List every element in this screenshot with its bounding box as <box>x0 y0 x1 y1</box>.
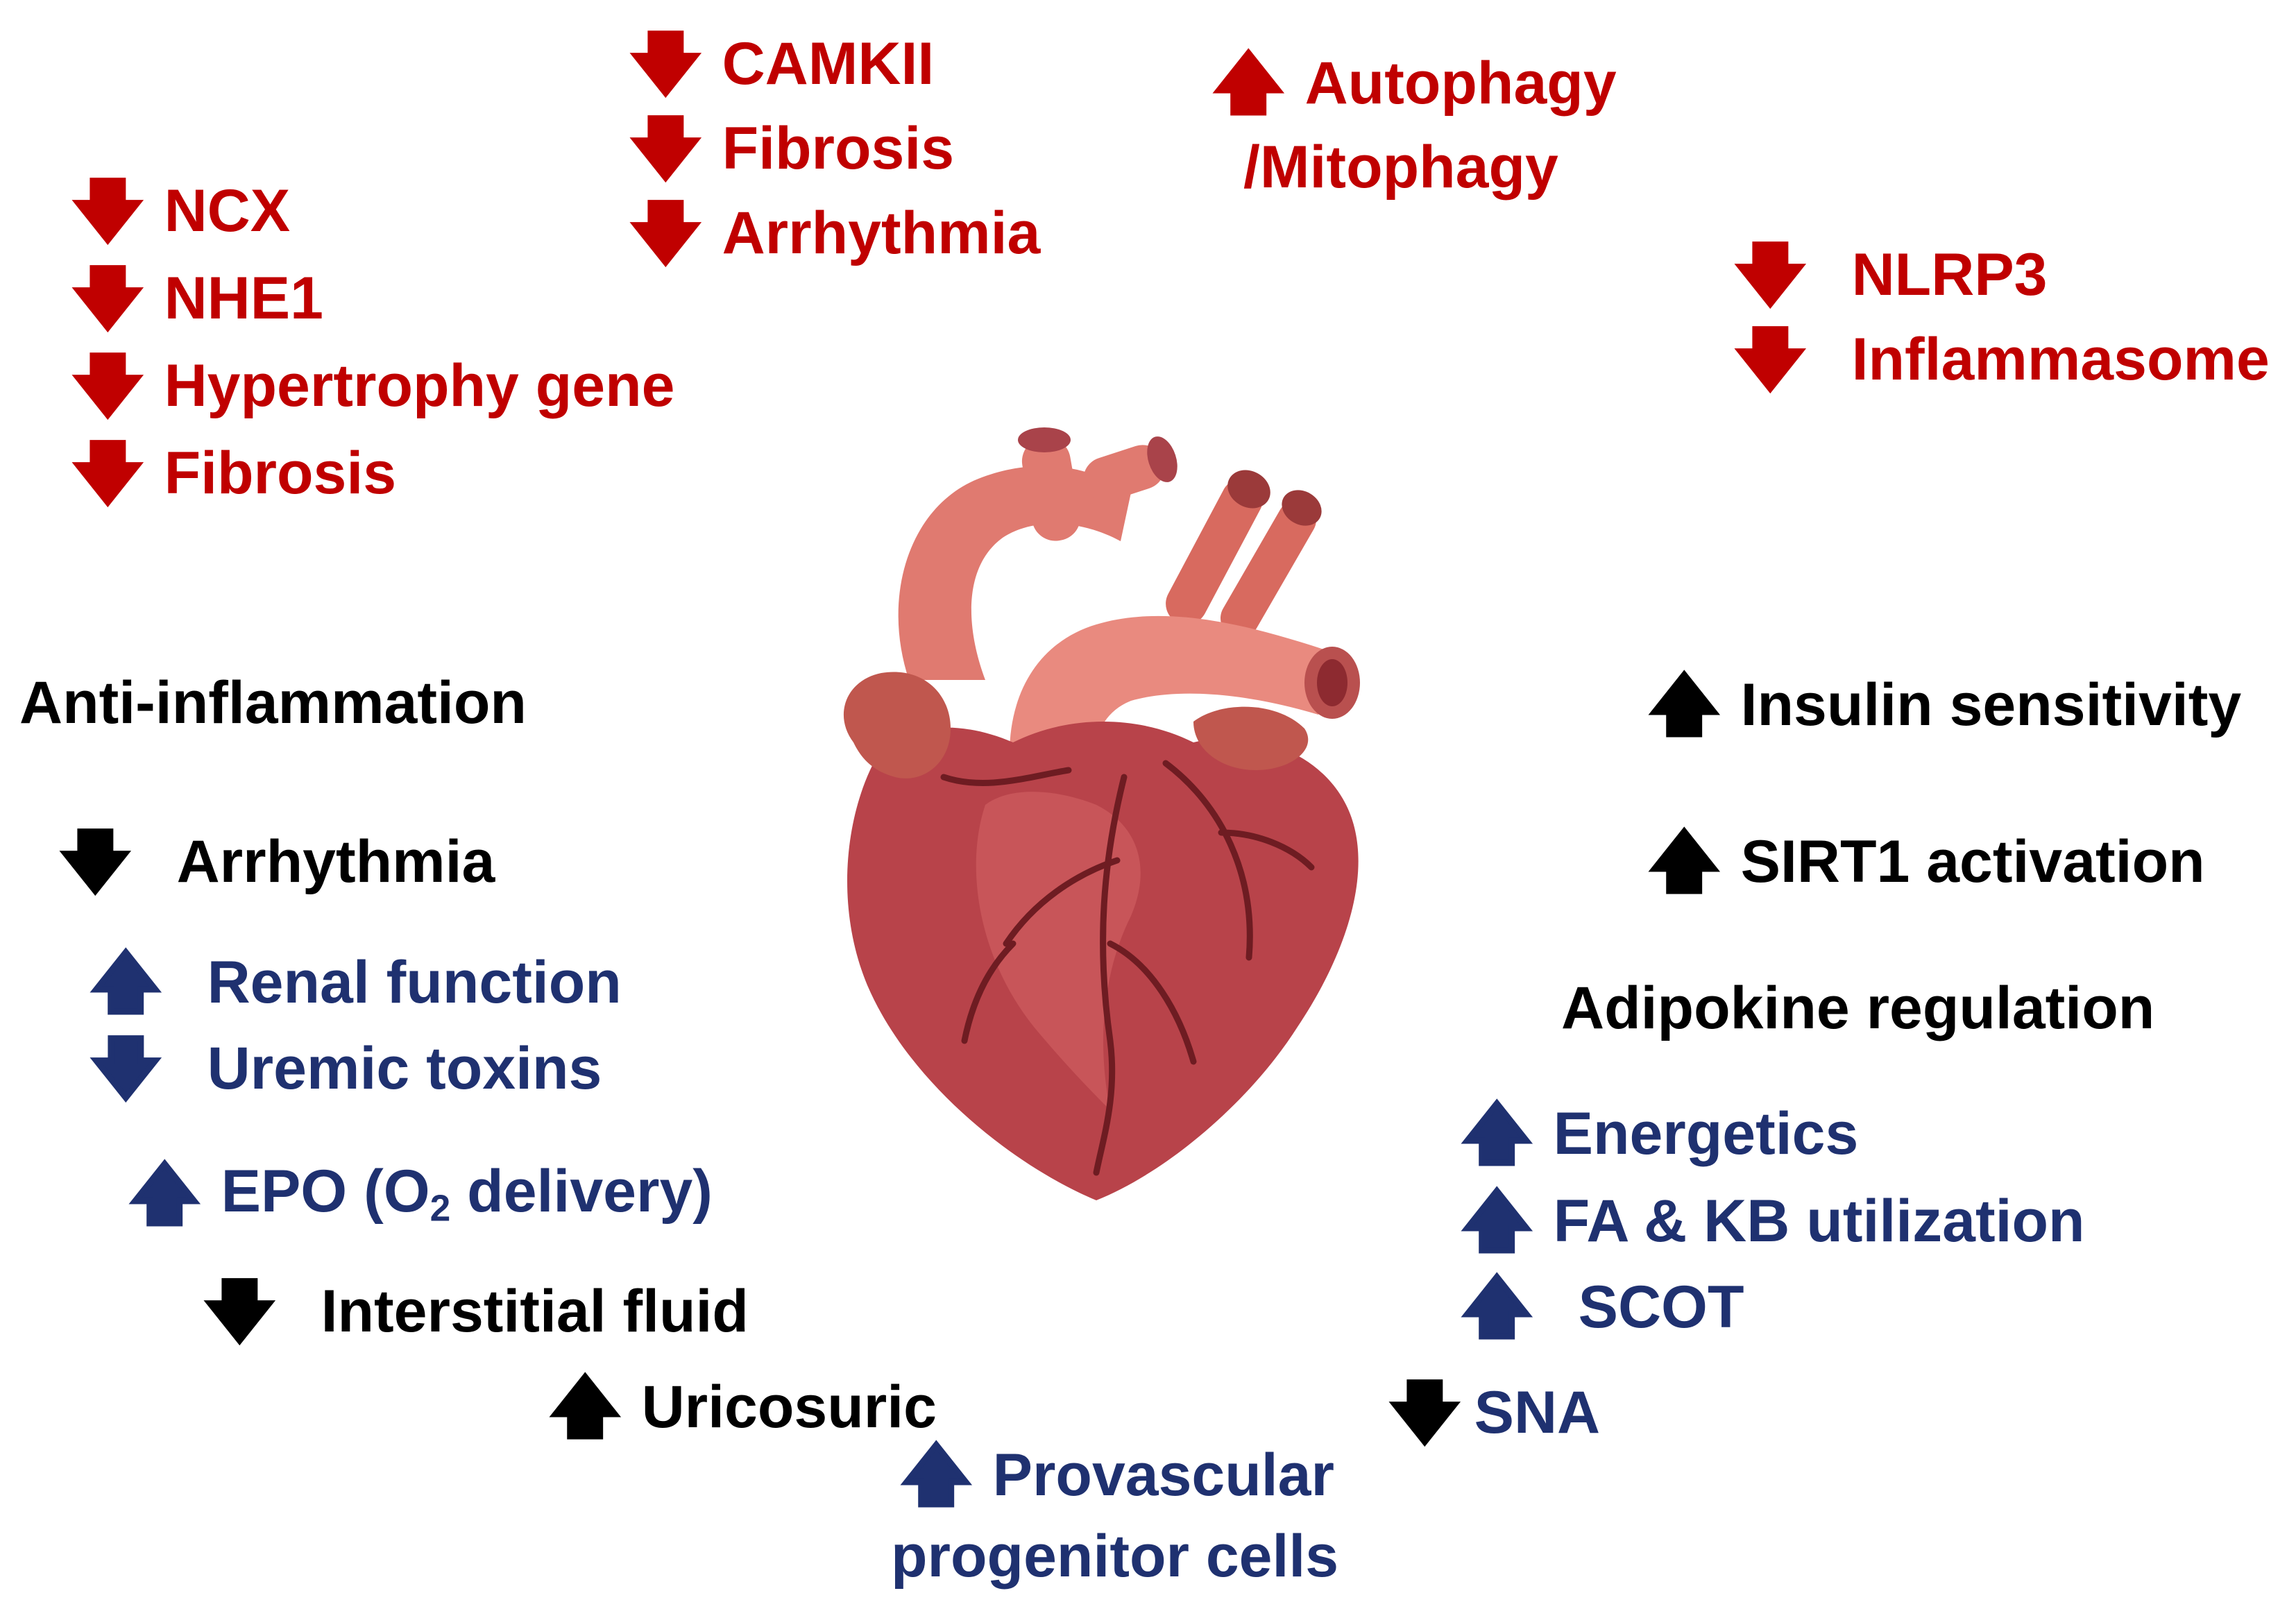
effect-hypertrophy-gene: 🡇 Hypertrophy gene <box>73 350 675 421</box>
heart-illustration <box>843 427 1360 1200</box>
up-arrow-icon: 🡅 <box>1462 1186 1532 1257</box>
effect-label: Arrhythmia <box>722 200 1041 266</box>
effect-label: Uricosuric <box>641 1374 937 1440</box>
effect-label: Insulin sensitivity <box>1740 672 2242 738</box>
effect-label: Interstitial fluid <box>321 1278 749 1345</box>
down-arrow-icon: 🡇 <box>631 113 701 184</box>
effect-nhe1: 🡇 NHE1 <box>73 263 323 334</box>
up-arrow-icon: 🡅 <box>1462 1098 1532 1169</box>
effect-label: Autophagy <box>1304 50 1617 117</box>
effect-label: EPO (O2 delivery) <box>221 1158 713 1229</box>
down-arrow-icon: 🡇 <box>73 438 143 509</box>
down-arrow-icon: 🡇 <box>1735 239 1805 310</box>
effect-label: Fibrosis <box>722 115 955 182</box>
vessel-pulmonary-veins <box>1166 470 1322 638</box>
effect-label: NHE1 <box>164 265 323 332</box>
up-arrow-icon: 🡅 <box>130 1159 200 1230</box>
down-arrow-icon: 🡇 <box>1390 1377 1460 1448</box>
effect-label: Uremic toxins <box>207 1035 602 1102</box>
effect-label: Hypertrophy gene <box>164 352 675 419</box>
effect-label: Provascular <box>992 1442 1334 1508</box>
effect-uricosuric: 🡅 Uricosuric <box>550 1372 937 1442</box>
up-arrow-icon: 🡅 <box>1649 670 1719 740</box>
down-arrow-icon: 🡇 <box>73 350 143 421</box>
effect-label: SNA <box>1474 1379 1601 1446</box>
effect-label: FA & KB utilization <box>1553 1188 2085 1254</box>
effect-renal-function: 🡅 Renal function <box>91 947 622 1018</box>
effect-fibrosis-center: 🡇 Fibrosis <box>631 113 955 184</box>
effect-label: NCX <box>164 178 291 244</box>
effect-label: NLRP3 <box>1851 241 2048 308</box>
effect-arrhythmia-left: 🡇 Arrhythmia <box>60 826 495 897</box>
heart-highlight <box>976 792 1141 1110</box>
heart-atrium-right <box>1193 706 1309 770</box>
effect-arrhythmia-center: 🡇 Arrhythmia <box>631 198 1041 269</box>
down-arrow-icon: 🡇 <box>91 1033 161 1104</box>
down-arrow-icon: 🡇 <box>1735 324 1805 395</box>
effect-ncx: 🡇 NCX <box>73 176 291 246</box>
effect-uremic-toxins: 🡇 Uremic toxins <box>91 1033 602 1104</box>
heart-atrium-left <box>843 672 951 778</box>
effect-scot: 🡅 SCOT <box>1462 1272 1744 1343</box>
effect-camkii: 🡇 CAMKII <box>631 28 935 99</box>
down-arrow-icon: 🡇 <box>73 176 143 246</box>
up-arrow-icon: 🡅 <box>550 1372 620 1442</box>
effect-autophagy-line2: /Mitophagy <box>1243 134 1558 201</box>
up-arrow-icon: 🡅 <box>91 947 161 1018</box>
effect-sna: 🡇 SNA <box>1390 1377 1601 1448</box>
down-arrow-icon: 🡇 <box>205 1276 275 1347</box>
effect-sirt1: 🡅 SIRT1 activation <box>1649 826 2205 897</box>
vessel-aorta <box>898 427 1177 680</box>
effect-label: Renal function <box>207 949 622 1016</box>
effect-label: SCOT <box>1578 1274 1744 1340</box>
up-arrow-icon: 🡅 <box>901 1440 971 1510</box>
effect-label: SIRT1 activation <box>1740 828 2205 895</box>
up-arrow-icon: 🡅 <box>1214 48 1284 119</box>
down-arrow-icon: 🡇 <box>631 28 701 99</box>
effect-insulin-sensitivity: 🡅 Insulin sensitivity <box>1649 670 2242 740</box>
effect-label: Energetics <box>1553 1100 1859 1167</box>
adipokine-regulation-label: Adipokine regulation <box>1561 975 2155 1041</box>
effect-interstitial-fluid: 🡇 Interstitial fluid <box>205 1276 749 1347</box>
effect-provascular-line2: progenitor cells <box>891 1523 1339 1590</box>
effect-provascular: 🡅 Provascular <box>901 1440 1334 1510</box>
effect-epo: 🡅 EPO (O2 delivery) <box>130 1158 713 1230</box>
effect-fa-kb: 🡅 FA & KB utilization <box>1462 1186 2085 1257</box>
effect-energetics: 🡅 Energetics <box>1462 1098 1859 1169</box>
down-arrow-icon: 🡇 <box>73 263 143 334</box>
coronary-vessels <box>940 760 1315 1176</box>
effect-label: CAMKII <box>722 31 935 97</box>
effect-label: Fibrosis <box>164 440 397 506</box>
down-arrow-icon: 🡇 <box>60 826 130 897</box>
effect-nlrp3: 🡇 NLRP3 <box>1735 239 2048 310</box>
effect-label: Inflammasome <box>1851 326 2270 393</box>
down-arrow-icon: 🡇 <box>631 198 701 269</box>
up-arrow-icon: 🡅 <box>1462 1272 1532 1343</box>
anti-inflammation-label: Anti-inflammation <box>19 670 527 736</box>
up-arrow-icon: 🡅 <box>1649 826 1719 897</box>
effect-fibrosis-left: 🡇 Fibrosis <box>73 438 397 509</box>
effect-autophagy: 🡅 Autophagy <box>1214 48 1617 119</box>
effect-label: Arrhythmia <box>176 828 495 895</box>
effect-inflammasome: 🡇 Inflammasome <box>1735 324 2270 395</box>
